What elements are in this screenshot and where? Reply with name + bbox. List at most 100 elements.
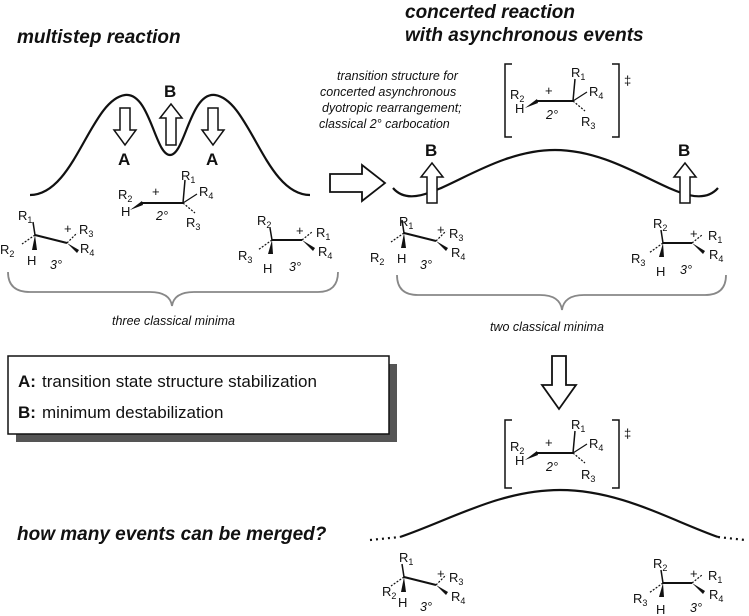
brace-two-minima bbox=[396, 274, 727, 311]
svg-text:R2: R2 bbox=[0, 242, 14, 259]
svg-text:H: H bbox=[398, 595, 407, 610]
svg-text:R4: R4 bbox=[199, 184, 213, 201]
svg-text:R3: R3 bbox=[633, 591, 647, 608]
svg-text:R4: R4 bbox=[80, 241, 94, 258]
header-multistep: multistep reaction bbox=[17, 27, 181, 48]
svg-text:+: + bbox=[152, 184, 160, 199]
svg-text:R3: R3 bbox=[449, 226, 463, 243]
svg-text:R1: R1 bbox=[399, 214, 413, 231]
arrow-b-up-right bbox=[672, 161, 698, 204]
label-b-right: B bbox=[678, 141, 690, 160]
svg-text:R1: R1 bbox=[571, 417, 585, 434]
svg-text:+: + bbox=[64, 221, 72, 236]
svg-text:R1: R1 bbox=[708, 228, 722, 245]
svg-text:R1: R1 bbox=[571, 65, 585, 82]
svg-text:R3: R3 bbox=[238, 248, 252, 265]
arrow-b-up-left bbox=[419, 161, 445, 204]
svg-text:R4: R4 bbox=[451, 589, 465, 606]
brace-three-minima bbox=[7, 271, 339, 307]
energy-curve-concerted bbox=[392, 148, 719, 198]
svg-text:3°: 3° bbox=[680, 263, 692, 277]
header-concerted-line2: with asynchronous events bbox=[405, 25, 644, 46]
svg-text:R1: R1 bbox=[399, 550, 413, 567]
label-b-left: B bbox=[425, 141, 437, 160]
ts-caption: transition structure for concerted async… bbox=[319, 69, 462, 131]
svg-text:2°: 2° bbox=[545, 108, 558, 122]
svg-text:classical 2° carbocation: classical 2° carbocation bbox=[319, 117, 450, 131]
svg-text:+: + bbox=[437, 222, 445, 237]
svg-text:R2: R2 bbox=[653, 216, 667, 233]
cation-3deg-concerted-right: R2 R3 H + R1 R4 3° bbox=[631, 216, 723, 279]
svg-text:R2: R2 bbox=[118, 187, 132, 204]
svg-text:R3: R3 bbox=[581, 467, 595, 484]
svg-text:R2: R2 bbox=[257, 213, 271, 230]
svg-text:H: H bbox=[515, 101, 524, 116]
svg-text:R2: R2 bbox=[653, 556, 667, 573]
svg-text:+: + bbox=[545, 435, 553, 450]
svg-text:R4: R4 bbox=[589, 84, 603, 101]
ts-structure-bottom: ‡ R2 + H R1 R4 2° R3 bbox=[504, 417, 631, 489]
svg-text:3°: 3° bbox=[50, 258, 62, 272]
svg-text:R1: R1 bbox=[316, 225, 330, 242]
svg-text:R3: R3 bbox=[631, 251, 645, 268]
dotted-end-right bbox=[717, 535, 746, 542]
arrow-b-up-middle bbox=[158, 102, 184, 146]
svg-text:H: H bbox=[397, 251, 406, 266]
svg-text:2°: 2° bbox=[545, 460, 558, 474]
svg-text:R1: R1 bbox=[18, 208, 32, 225]
cation-2deg-left: R2 + H R1 R4 2° R3 bbox=[118, 168, 213, 232]
arrow-a-down-left bbox=[112, 107, 138, 147]
cation-3deg-bottom-right: R2 R3 H + R1 R4 3° bbox=[633, 556, 723, 616]
svg-text:B:: B: bbox=[18, 403, 36, 422]
caption-two-minima: two classical minima bbox=[490, 320, 604, 334]
cation-3deg-concerted-left: R1 R2 H + R3 R4 3° bbox=[370, 214, 465, 272]
label-a-right: A bbox=[206, 150, 218, 169]
svg-text:+: + bbox=[690, 226, 698, 241]
ts-structure-top: ‡ R2 + H R1 R4 2° R3 bbox=[504, 63, 631, 138]
cation-3deg-left-b: R2 R3 H + R1 R4 3° bbox=[238, 213, 332, 276]
svg-text:‡: ‡ bbox=[624, 73, 631, 88]
svg-text:R4: R4 bbox=[589, 436, 603, 453]
svg-text:H: H bbox=[656, 602, 665, 616]
svg-text:+: + bbox=[690, 566, 698, 581]
svg-text:R4: R4 bbox=[451, 245, 465, 262]
svg-text:H: H bbox=[27, 253, 36, 268]
svg-text:H: H bbox=[263, 261, 272, 276]
svg-text:3°: 3° bbox=[420, 258, 432, 272]
svg-text:H: H bbox=[515, 453, 524, 468]
svg-text:R3: R3 bbox=[186, 215, 200, 232]
svg-text:R3: R3 bbox=[581, 114, 595, 131]
header-question: how many events can be merged? bbox=[17, 524, 327, 545]
legend-box: A: transition state structure stabilizat… bbox=[7, 355, 397, 442]
svg-text:R4: R4 bbox=[709, 247, 723, 264]
svg-text:A:: A: bbox=[18, 372, 36, 391]
svg-text:H: H bbox=[656, 264, 665, 279]
svg-text:3°: 3° bbox=[420, 600, 432, 614]
caption-three-minima: three classical minima bbox=[112, 314, 235, 328]
svg-text:R2: R2 bbox=[382, 584, 396, 601]
svg-text:R1: R1 bbox=[181, 168, 195, 185]
cation-3deg-bottom-left: R1 R2 H + R3 R4 3° bbox=[382, 550, 465, 614]
energy-curve-multistep bbox=[29, 93, 311, 197]
svg-text:R4: R4 bbox=[318, 244, 332, 261]
svg-text:H: H bbox=[121, 204, 130, 219]
svg-text:dyotropic rearrangement;: dyotropic rearrangement; bbox=[322, 101, 462, 115]
arrow-a-down-right bbox=[200, 107, 226, 147]
svg-text:+: + bbox=[545, 83, 553, 98]
legend-a-text: transition state structure stabilization bbox=[42, 372, 317, 391]
header-concerted-line1: concerted reaction bbox=[405, 2, 575, 23]
legend-b-text: minimum destabilization bbox=[42, 403, 223, 422]
svg-text:R1: R1 bbox=[708, 568, 722, 585]
svg-text:R3: R3 bbox=[449, 570, 463, 587]
label-b-middle: B bbox=[164, 82, 176, 101]
svg-text:R3: R3 bbox=[79, 222, 93, 239]
svg-text:3°: 3° bbox=[690, 601, 702, 615]
svg-text:+: + bbox=[296, 223, 304, 238]
svg-text:+: + bbox=[437, 566, 445, 581]
cation-3deg-left-a: R1 R2 H + R3 R4 3° bbox=[0, 208, 94, 272]
svg-text:3°: 3° bbox=[289, 260, 301, 274]
svg-text:R4: R4 bbox=[709, 587, 723, 604]
arrow-to-concerted bbox=[329, 163, 387, 203]
dotted-end-left bbox=[369, 535, 401, 542]
